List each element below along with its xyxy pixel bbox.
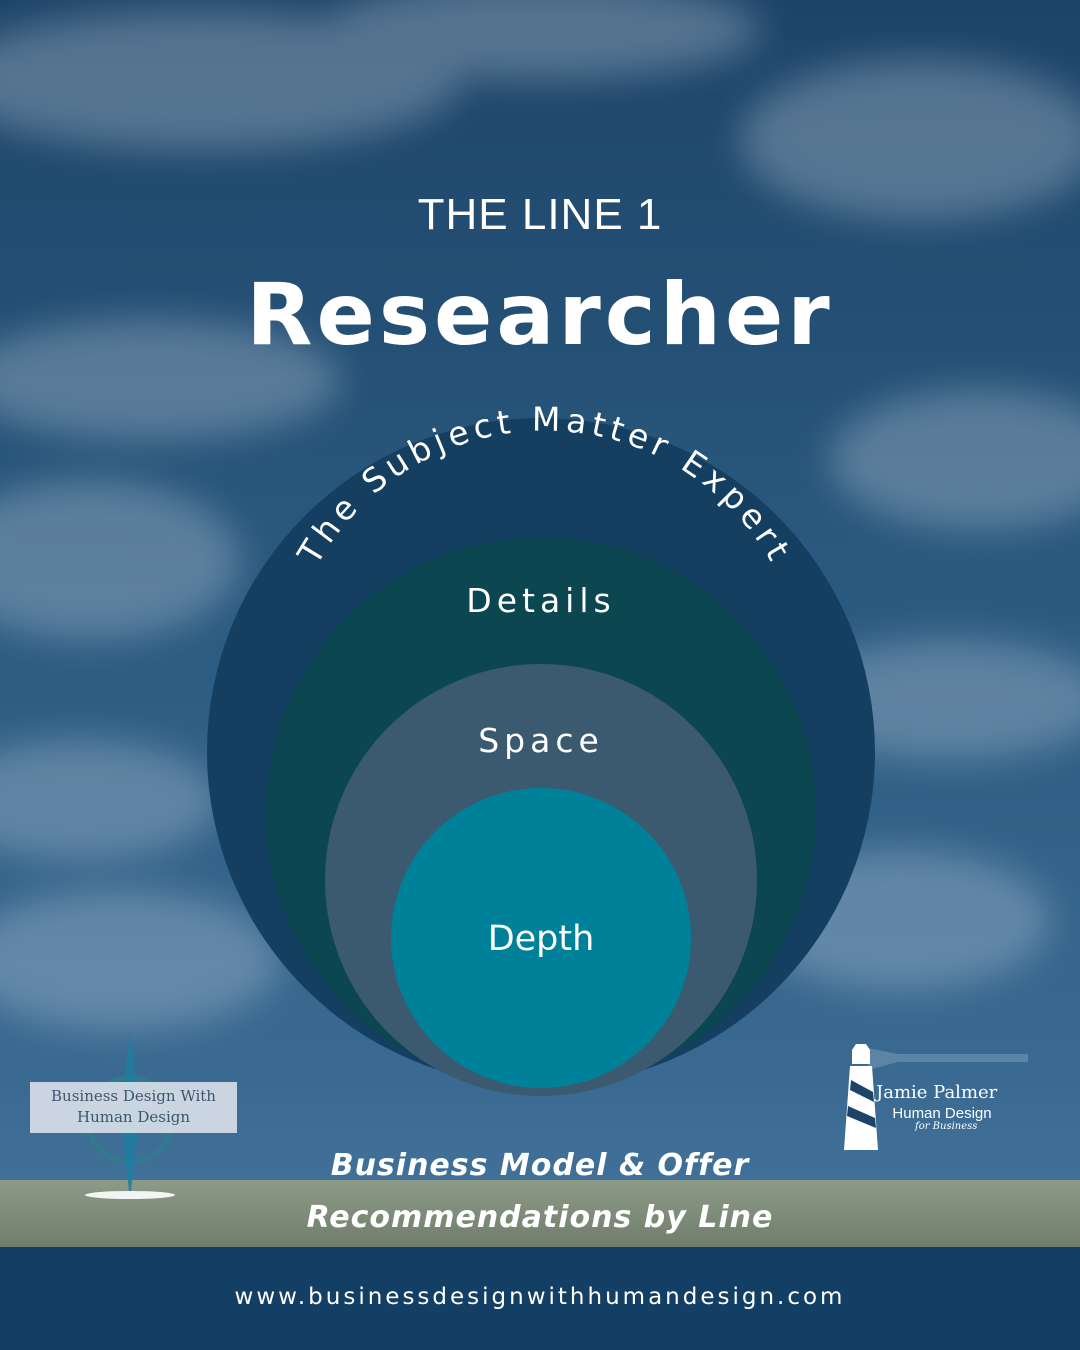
tagline: Business Model & Offer Recommendations b… [0, 1140, 1080, 1244]
logo-line-2: Human Design [77, 1108, 190, 1126]
tagline-line-1: Business Model & Offer [330, 1148, 750, 1183]
clouds [0, 0, 1080, 1030]
tagline-line-2: Recommendations by Line [306, 1200, 774, 1235]
third-circle-label: Space [478, 721, 604, 760]
inner-circle [391, 788, 691, 1088]
lighthouse-icon [844, 1044, 1028, 1150]
jamie-palmer-tagline: for Business [915, 1121, 978, 1132]
jamie-palmer-subtitle: Human Design [892, 1105, 992, 1122]
website-url[interactable]: www.businessdesignwithhumandesign.com [234, 1284, 846, 1310]
line-number-heading: THE LINE 1 [417, 190, 663, 239]
grassland [0, 1180, 1080, 1250]
page-title: Researcher [246, 265, 834, 365]
footer-bar [0, 1247, 1080, 1350]
jamie-palmer-name: Jamie Palmer [876, 1082, 998, 1103]
inner-circle-label: Depth [488, 919, 595, 959]
logo-line-1: Business Design With [51, 1087, 216, 1105]
second-circle-label: Details [466, 581, 615, 620]
business-design-logo: Business Design With Human Design [30, 1082, 237, 1133]
